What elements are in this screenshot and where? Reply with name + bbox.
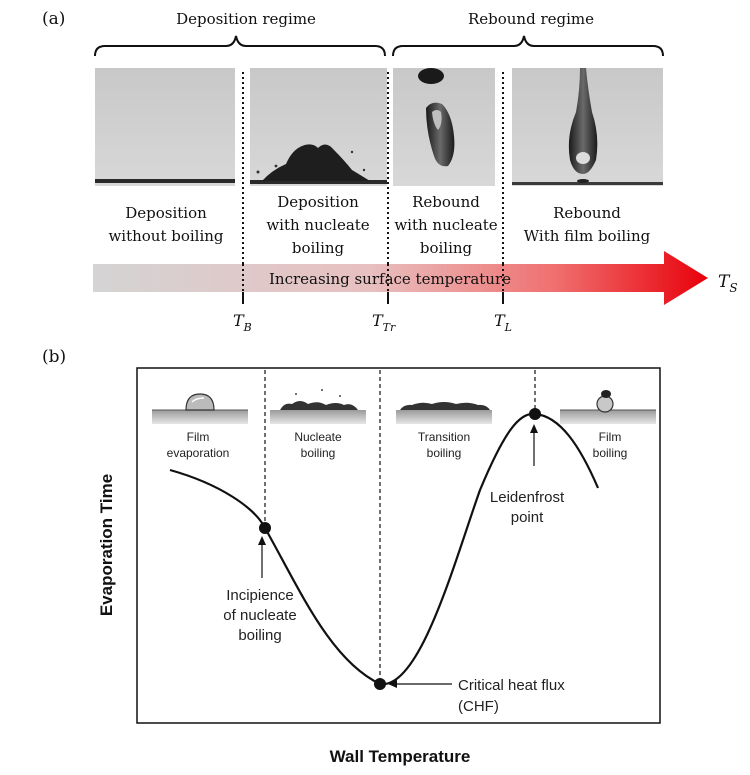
svg-text:Deposition: Deposition: [125, 204, 207, 222]
panel-a-label: (a): [42, 9, 65, 29]
regime-transition-boiling: Transition boiling: [418, 430, 470, 460]
svg-text:Leidenfrost: Leidenfrost: [490, 489, 565, 506]
case-rebound-nucleate-boiling: Rebound with nucleate boiling: [394, 193, 497, 257]
svg-text:boiling: boiling: [427, 446, 462, 460]
incipience-annotation: Incipience of nucleate boiling: [223, 536, 297, 644]
chf-annotation: Critical heat flux (CHF): [388, 677, 565, 715]
arrow-label: Increasing surface temperature: [269, 270, 511, 288]
photo-deposition-nucleate-boiling: [250, 68, 387, 186]
incipience-point: [259, 522, 271, 534]
svg-text:(CHF): (CHF): [458, 698, 499, 715]
svg-text:With film boiling: With film boiling: [524, 227, 651, 245]
x-axis-title: Wall Temperature: [330, 747, 471, 766]
svg-text:with nucleate: with nucleate: [266, 216, 369, 234]
threshold-ttr: TTr: [372, 311, 396, 334]
svg-text:Deposition: Deposition: [277, 193, 359, 211]
deposition-regime-title: Deposition regime: [176, 10, 316, 28]
photo-deposition-without-boiling: [95, 68, 235, 186]
plot-frame: [136, 367, 661, 724]
svg-text:boiling: boiling: [238, 627, 281, 644]
svg-text:boiling: boiling: [292, 239, 345, 257]
rebound-brace: [392, 35, 664, 57]
thumb-transition-boiling: [396, 402, 492, 424]
svg-text:Rebound: Rebound: [553, 204, 621, 222]
deposition-brace: [94, 35, 386, 57]
case-deposition-nucleate-boiling: Deposition with nucleate boiling: [266, 193, 369, 257]
regime-nucleate-boiling: Nucleate boiling: [294, 430, 342, 460]
threshold-tl: TL: [494, 311, 512, 334]
temperature-arrow: [93, 251, 708, 305]
thumb-film-boiling: [560, 390, 656, 424]
panel-b-label: (b): [42, 347, 66, 367]
axis-symbol-ts: TS: [718, 272, 738, 295]
svg-text:Rebound: Rebound: [412, 193, 480, 211]
svg-text:with nucleate: with nucleate: [394, 216, 497, 234]
threshold-tb: TB: [233, 311, 252, 334]
thumb-nucleate-boiling: [270, 389, 366, 424]
photo-rebound-nucleate-boiling: [393, 68, 495, 186]
svg-text:point: point: [511, 509, 544, 526]
svg-text:of nucleate: of nucleate: [223, 607, 296, 624]
regime-film-evaporation: Film evaporation: [167, 430, 230, 460]
svg-text:Nucleate: Nucleate: [294, 430, 342, 444]
svg-text:boiling: boiling: [593, 446, 628, 460]
case-rebound-film-boiling: Rebound With film boiling: [524, 204, 651, 245]
rebound-regime-title: Rebound regime: [468, 10, 594, 28]
svg-text:Incipience: Incipience: [226, 587, 294, 604]
case-deposition-without-boiling: Deposition without boiling: [108, 204, 223, 245]
svg-text:without boiling: without boiling: [108, 227, 223, 245]
photo-rebound-film-boiling: [512, 68, 663, 186]
svg-text:Critical heat flux: Critical heat flux: [458, 677, 565, 694]
svg-text:evaporation: evaporation: [167, 446, 230, 460]
svg-text:boiling: boiling: [301, 446, 336, 460]
thumb-film-evaporation: [152, 393, 248, 424]
y-axis-title: Evaporation Time: [97, 474, 116, 616]
leidenfrost-annotation: Leidenfrost point: [490, 424, 565, 526]
svg-text:Film: Film: [599, 430, 622, 444]
regime-film-boiling: Film boiling: [593, 430, 628, 460]
svg-text:Transition: Transition: [418, 430, 470, 444]
leidenfrost-point: [529, 408, 541, 420]
svg-text:Film: Film: [187, 430, 210, 444]
chf-point: [374, 678, 386, 690]
svg-text:boiling: boiling: [420, 239, 473, 257]
